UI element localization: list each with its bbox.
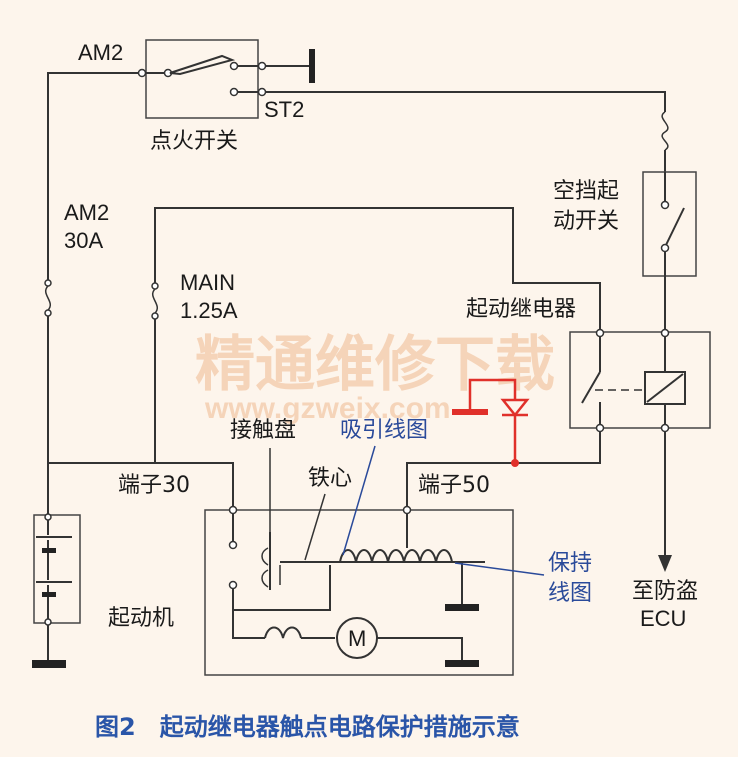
ignition-switch-box: [145, 39, 259, 119]
label-starter: 起动机: [108, 606, 174, 631]
pull-in-coil-leader: [342, 445, 376, 556]
contact-to-core-wire: [233, 565, 331, 611]
field-coil-icon: [264, 626, 302, 639]
relay-contact-blade: [581, 371, 601, 404]
label-main-fuse-rating: 1.25A: [180, 298, 238, 323]
label-neutral-switch-2: 动开关: [553, 209, 619, 234]
hold-coil-leader: [454, 562, 545, 576]
figure-caption: 图2 起动继电器触点电路保护措施示意: [95, 713, 520, 741]
battery-ground-icon: [32, 660, 66, 668]
label-iron-core: 铁心: [308, 466, 352, 491]
neutral-start-switch-box: [642, 171, 697, 277]
label-terminal-30: 端子30: [118, 473, 190, 498]
label-main-fuse-name: MAIN: [180, 270, 235, 295]
diode-junction: [511, 459, 519, 467]
label-am2-fuse-name: AM2: [64, 200, 109, 225]
iron-core-leader: [304, 493, 326, 561]
am2-fuse-icon: [45, 285, 51, 311]
contact-term-1: [228, 540, 238, 550]
starter-relay-box: [569, 331, 711, 429]
diode-ground-icon: [452, 409, 488, 415]
relay-term-bottom-right: [660, 423, 670, 433]
neutral-switch-term-top: [660, 200, 670, 210]
label-neutral-switch-1: 空挡起: [553, 179, 619, 204]
label-to-ecu-2: ECU: [640, 606, 686, 631]
main-wire: [154, 207, 601, 330]
watermark-url: www.gzweix.com: [204, 392, 451, 425]
relay-term-bottom-left: [595, 423, 605, 433]
label-pull-in-coil: 吸引线图: [340, 418, 428, 443]
switch-contact-1: [229, 61, 239, 71]
ignition-switch-blade: [169, 54, 236, 76]
relay-coil-slash: [646, 373, 684, 403]
contact-plate-spring-1: [261, 547, 269, 566]
motor-ground-wire: [377, 637, 463, 660]
label-am2-fuse-rating: 30A: [64, 228, 103, 253]
main-fuse-term-top: [151, 282, 159, 290]
battery-box: [33, 514, 81, 624]
am2-wire: [47, 72, 138, 280]
label-starter-relay: 起动继电器: [466, 297, 576, 322]
label-st2: ST2: [264, 97, 304, 122]
am2-fuse-term-top: [44, 279, 52, 287]
label-am2-top: AM2: [78, 40, 123, 65]
label-terminal-50: 端子50: [418, 473, 490, 498]
starter-term-50: [402, 505, 412, 515]
protection-diode-icon: [500, 398, 530, 418]
battery-cell-1: [42, 548, 56, 553]
relay-term-top-right: [660, 328, 670, 338]
diode-ground-wire: [468, 378, 517, 410]
neutral-switch-term-bottom: [660, 243, 670, 253]
starter-box: [204, 509, 514, 676]
terminal-50-wire: [406, 432, 601, 510]
ground-stub-icon: [309, 49, 315, 83]
am2-terminal: [137, 68, 147, 78]
st2-fuse-icon: [661, 111, 669, 151]
pull-in-coil-icon: [339, 549, 453, 563]
terminal-30-wire: [48, 462, 234, 508]
contact-term-2: [228, 580, 238, 590]
st2-wire: [265, 91, 666, 112]
contact-plate-spring-2: [261, 569, 269, 588]
relay-term-top-left: [595, 328, 605, 338]
starter-term-30: [228, 505, 238, 515]
motor-feed-wire: [232, 589, 265, 639]
label-to-ecu-1: 至防盗: [632, 579, 698, 604]
label-hold-coil-1: 保持: [548, 551, 592, 576]
main-fuse-term-bottom: [151, 312, 159, 320]
neutral-switch-blade: [665, 207, 685, 246]
am2-fuse-term-bottom: [44, 309, 52, 317]
battery-term-bottom: [44, 618, 52, 626]
ecu-arrow-icon: [658, 555, 672, 572]
main-fuse-icon: [152, 288, 158, 314]
switch-out-1: [257, 61, 267, 71]
motor-ground-icon: [445, 660, 479, 667]
switch-contact-st2: [229, 87, 239, 97]
motor-symbol: M: [348, 626, 366, 651]
watermark-text: 精通维修下载: [195, 330, 555, 400]
hold-coil-ground-icon: [445, 604, 479, 611]
label-ignition-switch: 点火开关: [150, 129, 238, 154]
label-hold-coil-2: 线图: [548, 581, 592, 606]
label-contact-plate: 接触盘: [230, 418, 296, 443]
battery-term-top: [44, 513, 52, 521]
switch-out-st2: [257, 87, 267, 97]
battery-cell-2: [42, 592, 56, 597]
